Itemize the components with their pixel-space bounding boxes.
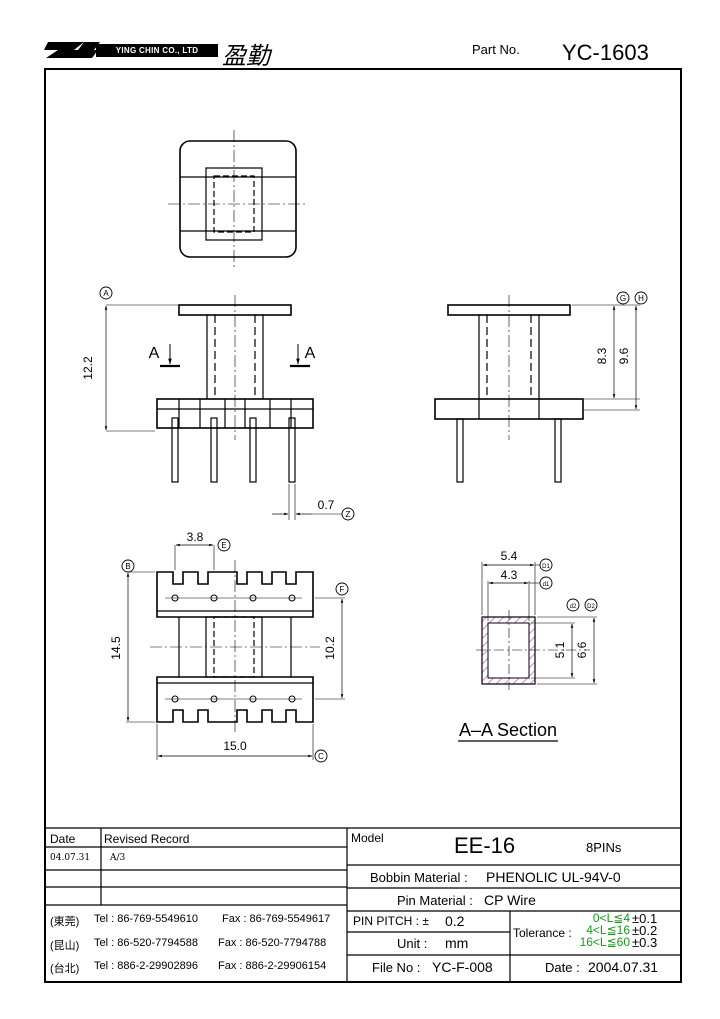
contact-tel-2: Tel : 886-2-29902896 (94, 960, 198, 972)
dim-3-8: 3.8 (187, 530, 204, 544)
marker-d1: d1 (543, 582, 550, 588)
marker-z: Z (346, 510, 351, 519)
dim-10-2: 10.2 (323, 636, 337, 660)
dim-8-3: 8.3 (595, 347, 609, 364)
dim-5-1: 5.1 (553, 641, 567, 658)
company-logo (44, 42, 100, 58)
dim-6-6: 6.6 (575, 641, 589, 658)
section-title: A–A Section (459, 720, 557, 740)
contact-loc-2: (台北) (50, 963, 80, 975)
top-view (168, 130, 308, 268)
contact-loc-0: (東莞) (50, 916, 80, 928)
bottom-view (126, 543, 345, 760)
tolerance-range-2: 16<L≦60 (579, 935, 630, 949)
revision-date-header: Date (50, 832, 76, 846)
date-label: Date : (545, 960, 580, 975)
marker-h: H (638, 294, 644, 303)
pin-material: CP Wire (484, 892, 536, 908)
marker-g: G (620, 294, 626, 303)
bobbin-material-label: Bobbin Material : (370, 870, 468, 885)
dim-9-6: 9.6 (617, 347, 631, 364)
part-number-label: Part No. (472, 42, 520, 57)
dimension-markers (99, 286, 648, 763)
dim-14-5: 14.5 (109, 636, 123, 660)
front-view (104, 295, 342, 520)
marker-e: E (221, 541, 226, 550)
contact-tel-1: Tel : 86-520-7794588 (94, 937, 198, 949)
date-value: 2004.07.31 (588, 959, 659, 975)
bobbin-material: PHENOLIC UL-94V-0 (486, 869, 621, 885)
section-arrow-left-label: A (149, 345, 160, 362)
model-name: EE-16 (454, 833, 516, 858)
tolerance-value-2: ±0.3 (632, 935, 658, 950)
marker-d2: d2 (570, 604, 577, 610)
dim-5-4: 5.4 (501, 549, 518, 563)
contact-fax-2: Fax : 886-2-29906154 (218, 960, 327, 972)
section-arrow-right-label: A (305, 345, 316, 362)
revision-record-header: Revised Record (104, 832, 190, 846)
unit: mm (445, 935, 469, 951)
dim-4-3: 4.3 (501, 568, 518, 582)
marker-D2: D2 (587, 604, 595, 610)
contact-fax-1: Fax : 86-520-7794788 (218, 937, 327, 949)
model-label: Model (351, 831, 384, 845)
marker-c: C (318, 752, 324, 761)
pin-pitch-label: PIN PITCH : ± (353, 914, 429, 928)
drawing-frame (44, 68, 682, 983)
unit-label: Unit : (397, 936, 428, 951)
section-view (458, 562, 597, 742)
contact-loc-1: (昆山) (50, 940, 80, 952)
tolerance-range-0: 0<L≦4 (592, 911, 630, 925)
file-number: YC-F-008 (432, 959, 493, 975)
side-view (434, 295, 640, 483)
revision-record-0: A/3 (110, 853, 126, 863)
dim-0-7: 0.7 (318, 498, 335, 512)
marker-a: A (103, 289, 109, 298)
file-number-label: File No : (372, 960, 421, 975)
dim-15-0: 15.0 (223, 739, 247, 753)
tolerance-value-1: ±0.2 (632, 923, 658, 938)
tolerance-label: Tolerance : (513, 926, 572, 940)
company-name-en: YING CHIN CO., LTD (96, 44, 218, 57)
pin-pitch: 0.2 (445, 913, 465, 929)
contact-fax-0: Fax : 86-769-5549617 (222, 913, 331, 925)
marker-D1: D1 (542, 564, 550, 570)
revision-date-0: 04.07.31 (50, 853, 91, 863)
marker-f: F (340, 585, 345, 594)
pin-material-label: Pin Material : (397, 893, 473, 908)
title-block-grid (46, 827, 680, 981)
part-number: YC-1603 (562, 40, 649, 65)
pin-count: 8PINs (586, 840, 622, 855)
marker-b: B (125, 562, 130, 571)
tolerance-value-0: ±0.1 (632, 911, 658, 926)
company-name-cn: 盈勤 (222, 42, 270, 70)
dim-12-2: 12.2 (81, 356, 95, 380)
tolerance-range-1: 4<L≦16 (586, 923, 630, 937)
contact-tel-0: Tel : 86-769-5549610 (94, 913, 198, 925)
